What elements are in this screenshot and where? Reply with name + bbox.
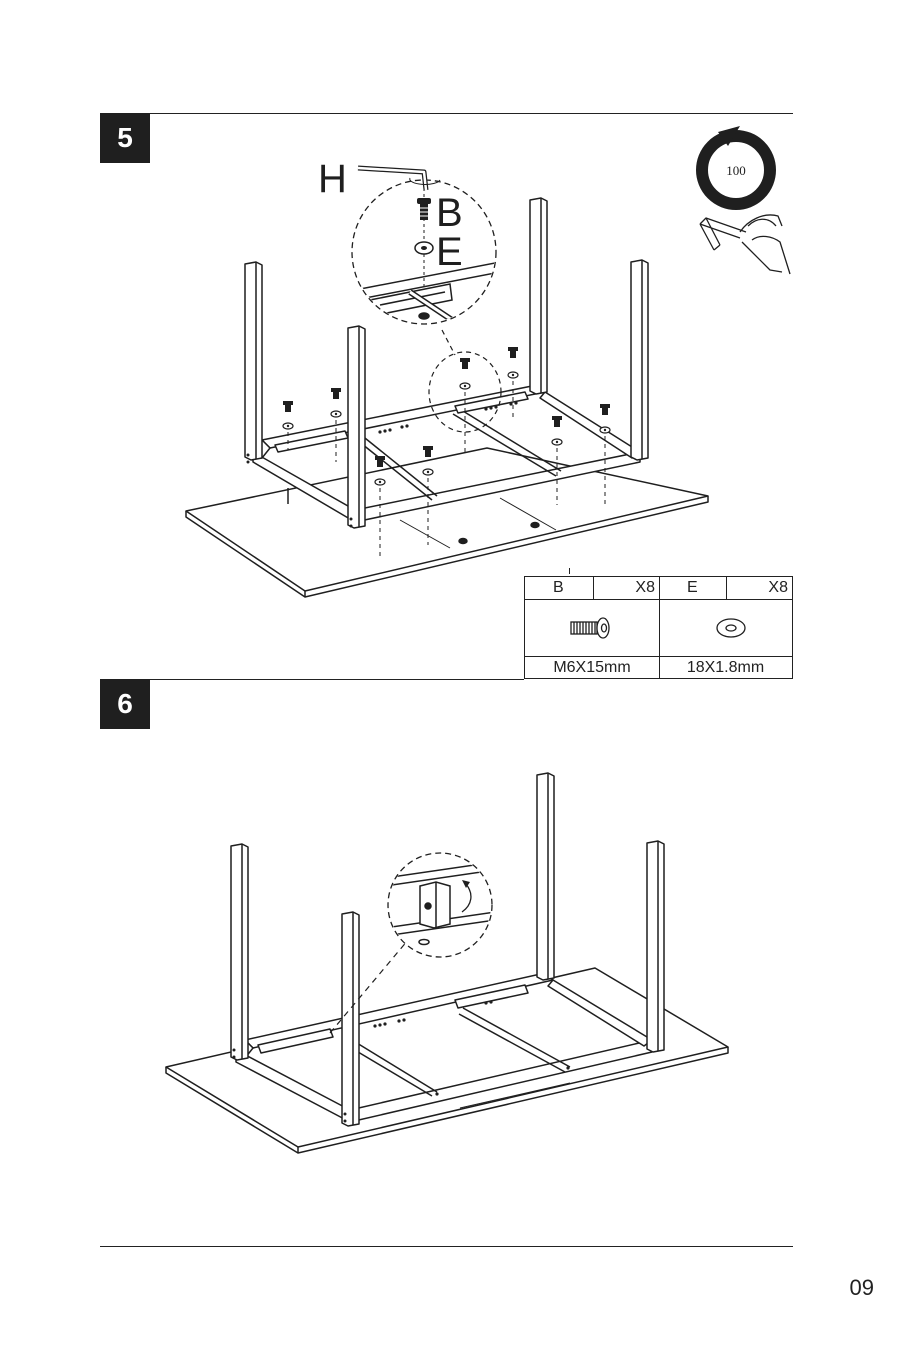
washer-icon: [711, 613, 751, 643]
part-b-qty: X8: [593, 577, 659, 599]
part-b-size: M6X15mm: [525, 657, 659, 678]
step6-top-rule: [100, 679, 524, 680]
screw-icon: [565, 613, 625, 643]
callout-label-b: B: [436, 191, 463, 235]
parts-table-sizes: M6X15mm 18X1.8mm: [525, 657, 792, 678]
part-e-qty: X8: [726, 577, 792, 599]
washer-icon: [415, 242, 433, 254]
parts-table-header: B X8 E X8: [525, 577, 792, 600]
footer-rule: [100, 1246, 793, 1247]
tool-label-h: H: [318, 157, 347, 201]
part-e-label: E: [659, 577, 726, 599]
part-b-label: B: [525, 577, 593, 599]
torque-value: 100: [726, 163, 746, 178]
hand-turning-key-icon: [700, 215, 790, 274]
parts-table-images: [525, 600, 792, 657]
parts-table: B X8 E X8: [524, 576, 793, 679]
callout-label-e: E: [436, 230, 463, 274]
page-number: 09: [850, 1275, 874, 1301]
rotation-torque-icon: 100: [702, 126, 770, 204]
bracket-clip-icon: [420, 882, 450, 928]
step5-detail-callout: [352, 168, 500, 324]
part-e-size: 18X1.8mm: [659, 657, 792, 678]
table-tick: [569, 568, 570, 574]
step6-illustration: [0, 700, 914, 1200]
step6-detail-callout: [385, 853, 495, 957]
